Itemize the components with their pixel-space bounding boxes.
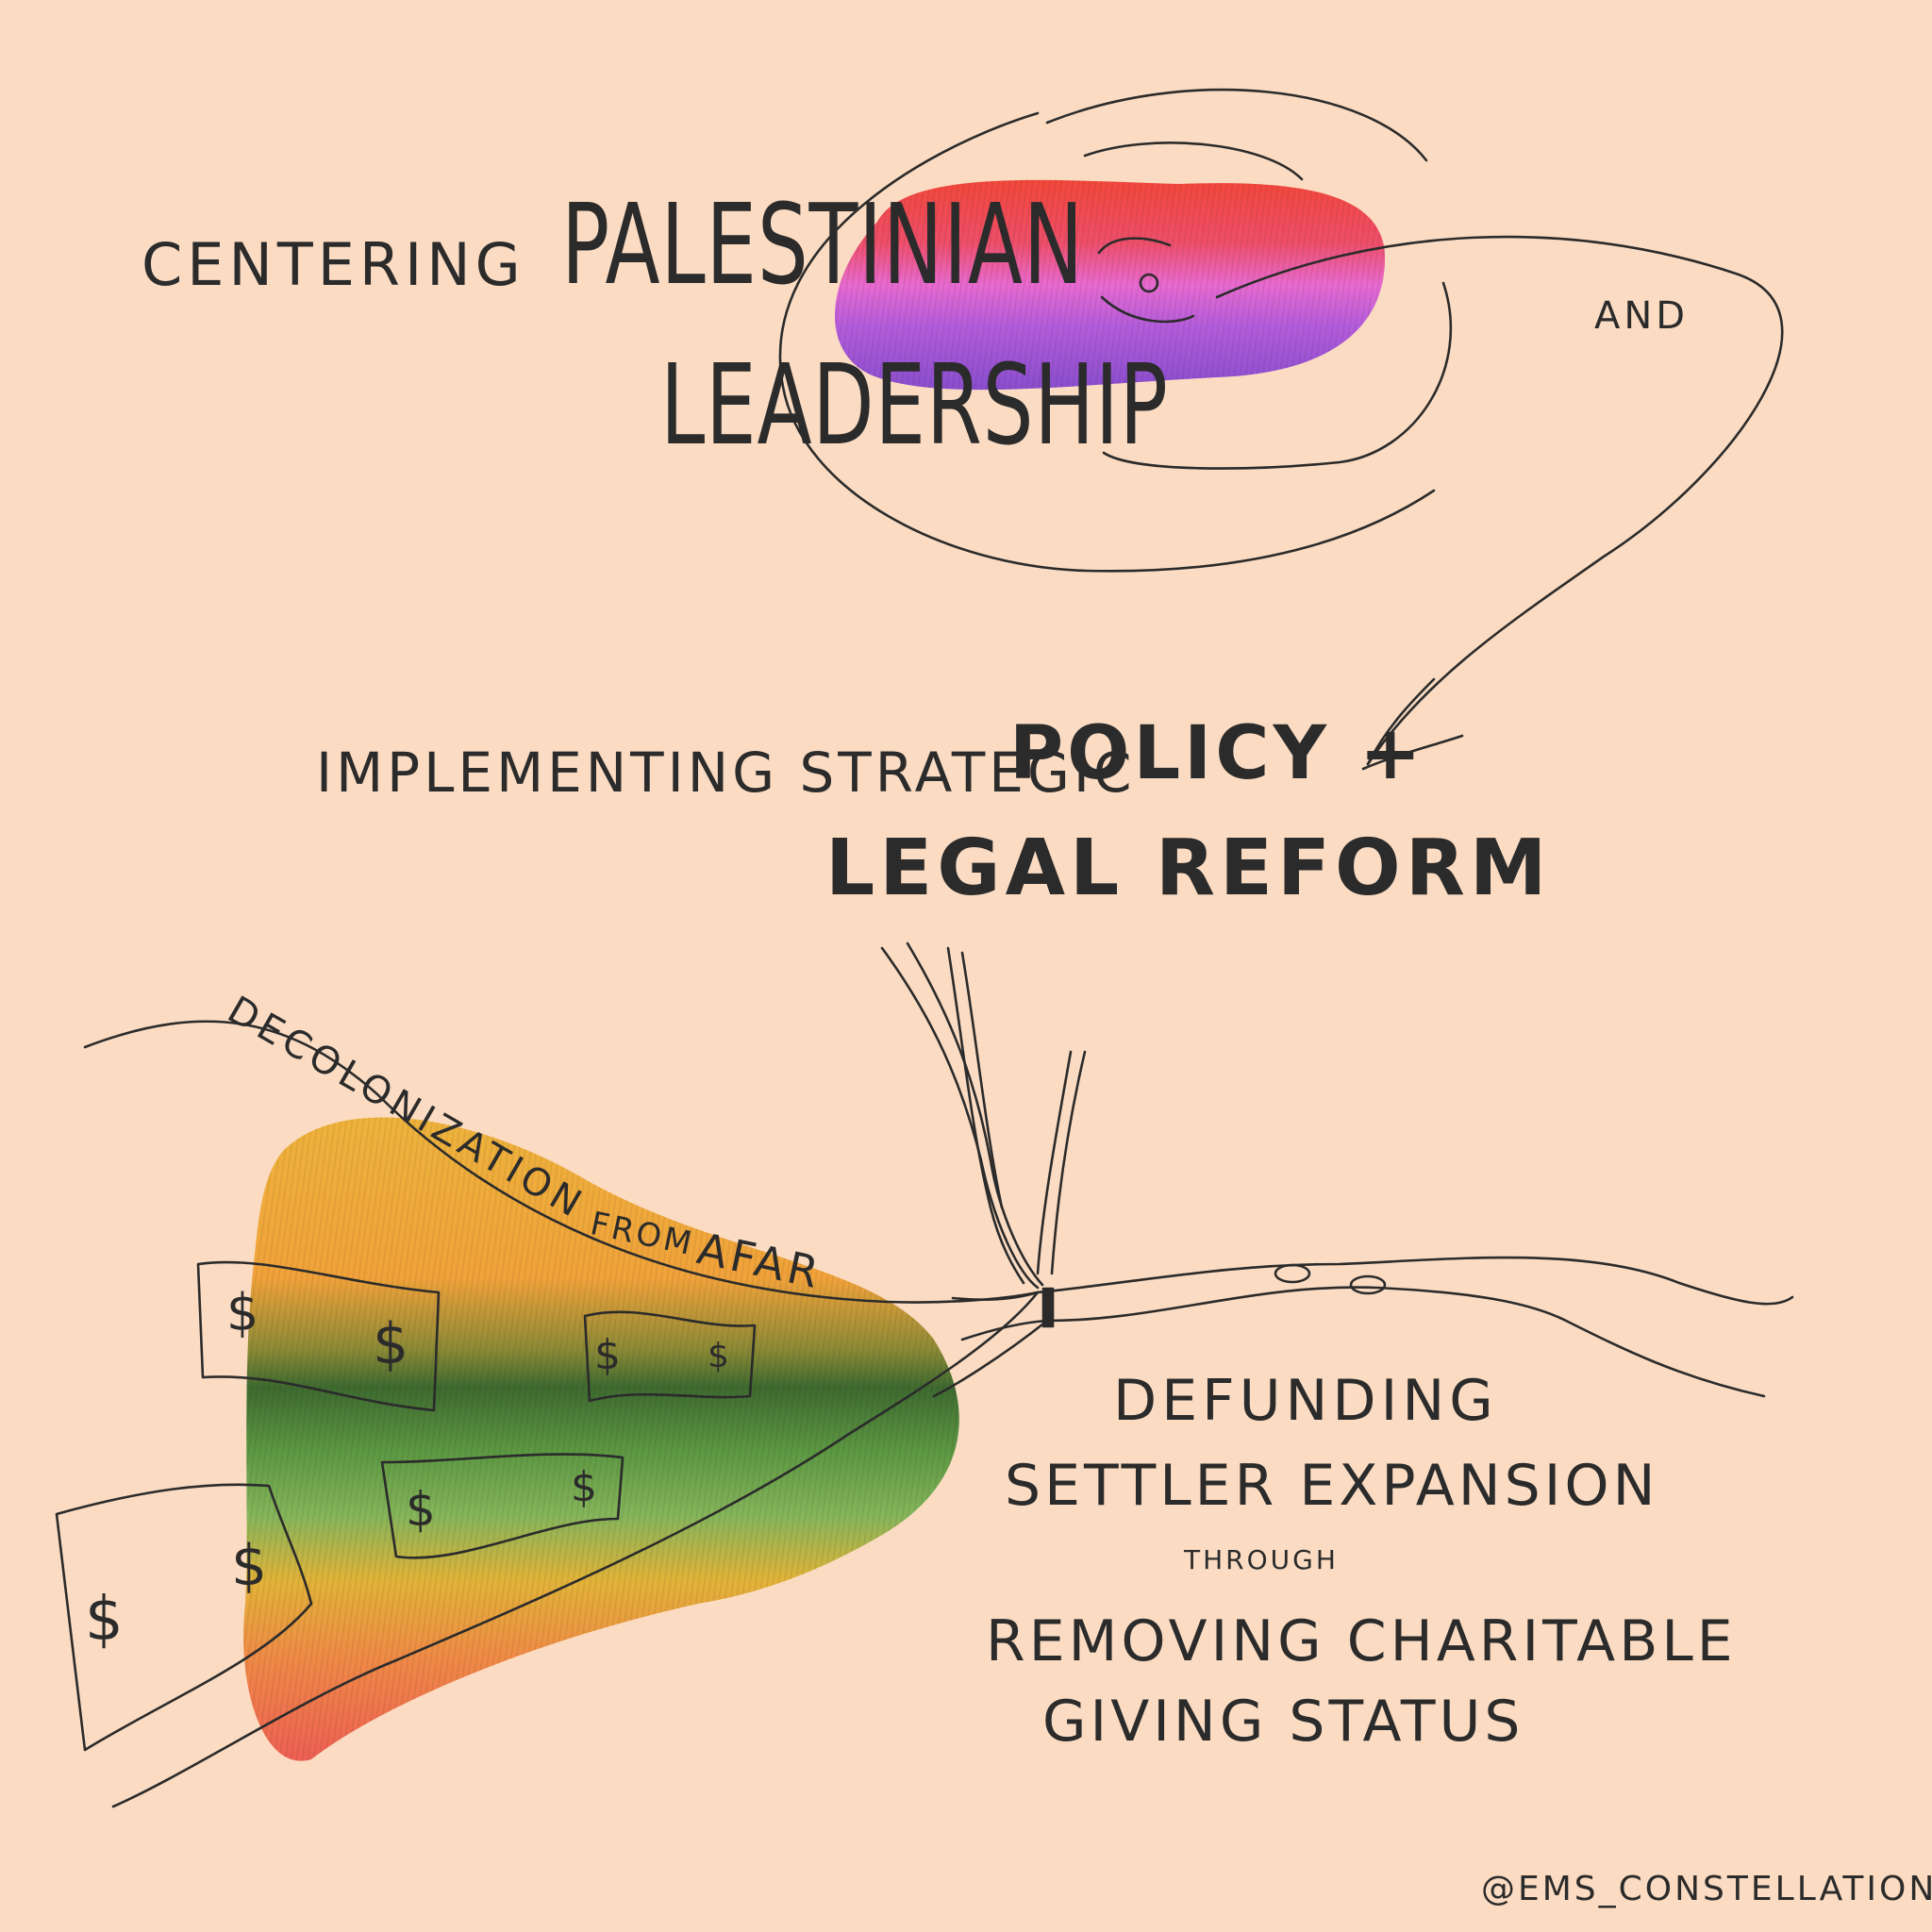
through-label: THROUGH: [1184, 1544, 1339, 1575]
legal-reform-title: LEGAL REFORM: [825, 824, 1552, 913]
leadership-title: LEADERSHIP: [660, 340, 1169, 470]
implementing-label: IMPLEMENTING STRATEGIC: [316, 741, 1136, 805]
swirl-lines: [778, 88, 1784, 771]
dollar-sign: $: [571, 1463, 599, 1511]
dollar-sign: $: [594, 1331, 623, 1379]
and-label: AND: [1594, 294, 1690, 338]
dollar-bill-4: [55, 1483, 313, 1752]
centering-label: CENTERING: [142, 230, 525, 299]
removing-label: REMOVING CHARITABLE: [986, 1608, 1737, 1674]
dollar-sign: $: [85, 1585, 125, 1655]
dollar-sign: $: [231, 1533, 270, 1599]
dollar-sign: $: [406, 1482, 438, 1537]
dollar-sign: $: [226, 1283, 261, 1342]
dollar-sign: $: [373, 1311, 411, 1377]
settler-expansion-label: SETTLER EXPANSION: [1005, 1453, 1659, 1519]
bottom-line-drawings: [55, 941, 1794, 1808]
bottom-blob-texture: [243, 1117, 959, 1761]
dollar-bill-3: [380, 1453, 625, 1559]
dollar-sign: $: [708, 1337, 731, 1375]
dollar-bill-1: [196, 1260, 441, 1412]
top-blob-texture: [835, 179, 1386, 391]
artist-handle: @EMS_CONSTELLATIONS: [1481, 1870, 1932, 1908]
giving-status-label: GIVING STATUS: [1042, 1689, 1524, 1755]
dollar-bill-2: [583, 1310, 757, 1403]
policy-title: POLICY +: [1009, 711, 1425, 796]
defunding-label: DEFUNDING: [1113, 1368, 1498, 1434]
palestinian-title: PALESTINIAN: [561, 179, 1085, 309]
